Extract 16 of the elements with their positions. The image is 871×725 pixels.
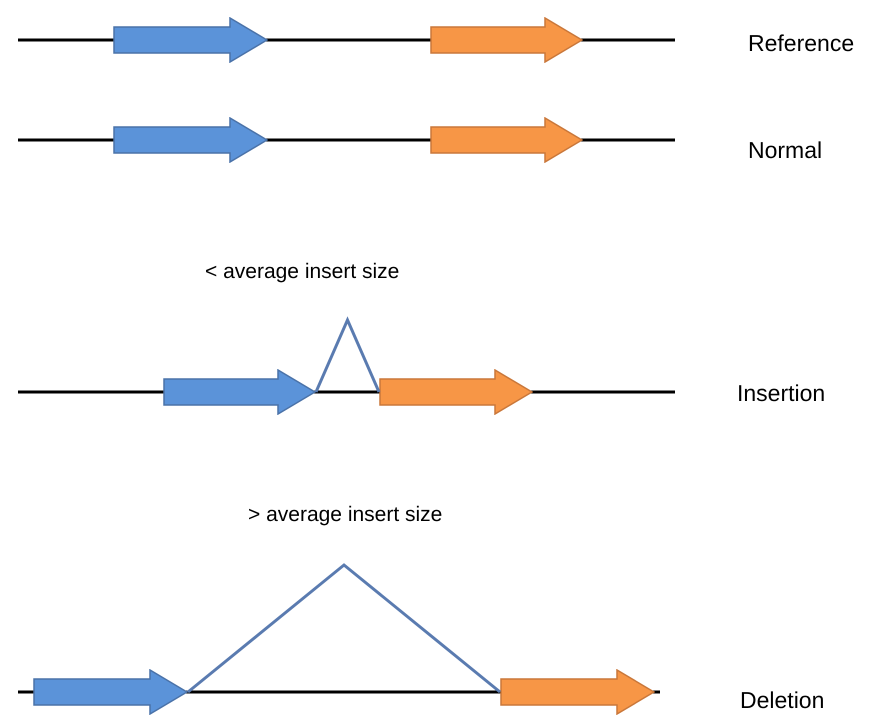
gene-arrow xyxy=(163,369,316,415)
insert-size-label: < average insert size xyxy=(205,259,400,285)
gene-arrow xyxy=(430,17,583,63)
connector xyxy=(314,316,380,393)
gene-arrow xyxy=(500,669,655,715)
row-label: Deletion xyxy=(740,686,824,715)
gene-arrow xyxy=(113,117,268,163)
gene-arrow xyxy=(113,17,268,63)
connector xyxy=(187,563,501,694)
gene-arrow xyxy=(430,117,583,163)
insert-size-label: > average insert size xyxy=(248,502,442,528)
row-label: Insertion xyxy=(737,379,826,408)
gene-arrow xyxy=(33,669,188,715)
row-label: Normal xyxy=(748,136,822,165)
gene-arrow xyxy=(379,369,533,415)
row-label: Reference xyxy=(748,29,854,58)
